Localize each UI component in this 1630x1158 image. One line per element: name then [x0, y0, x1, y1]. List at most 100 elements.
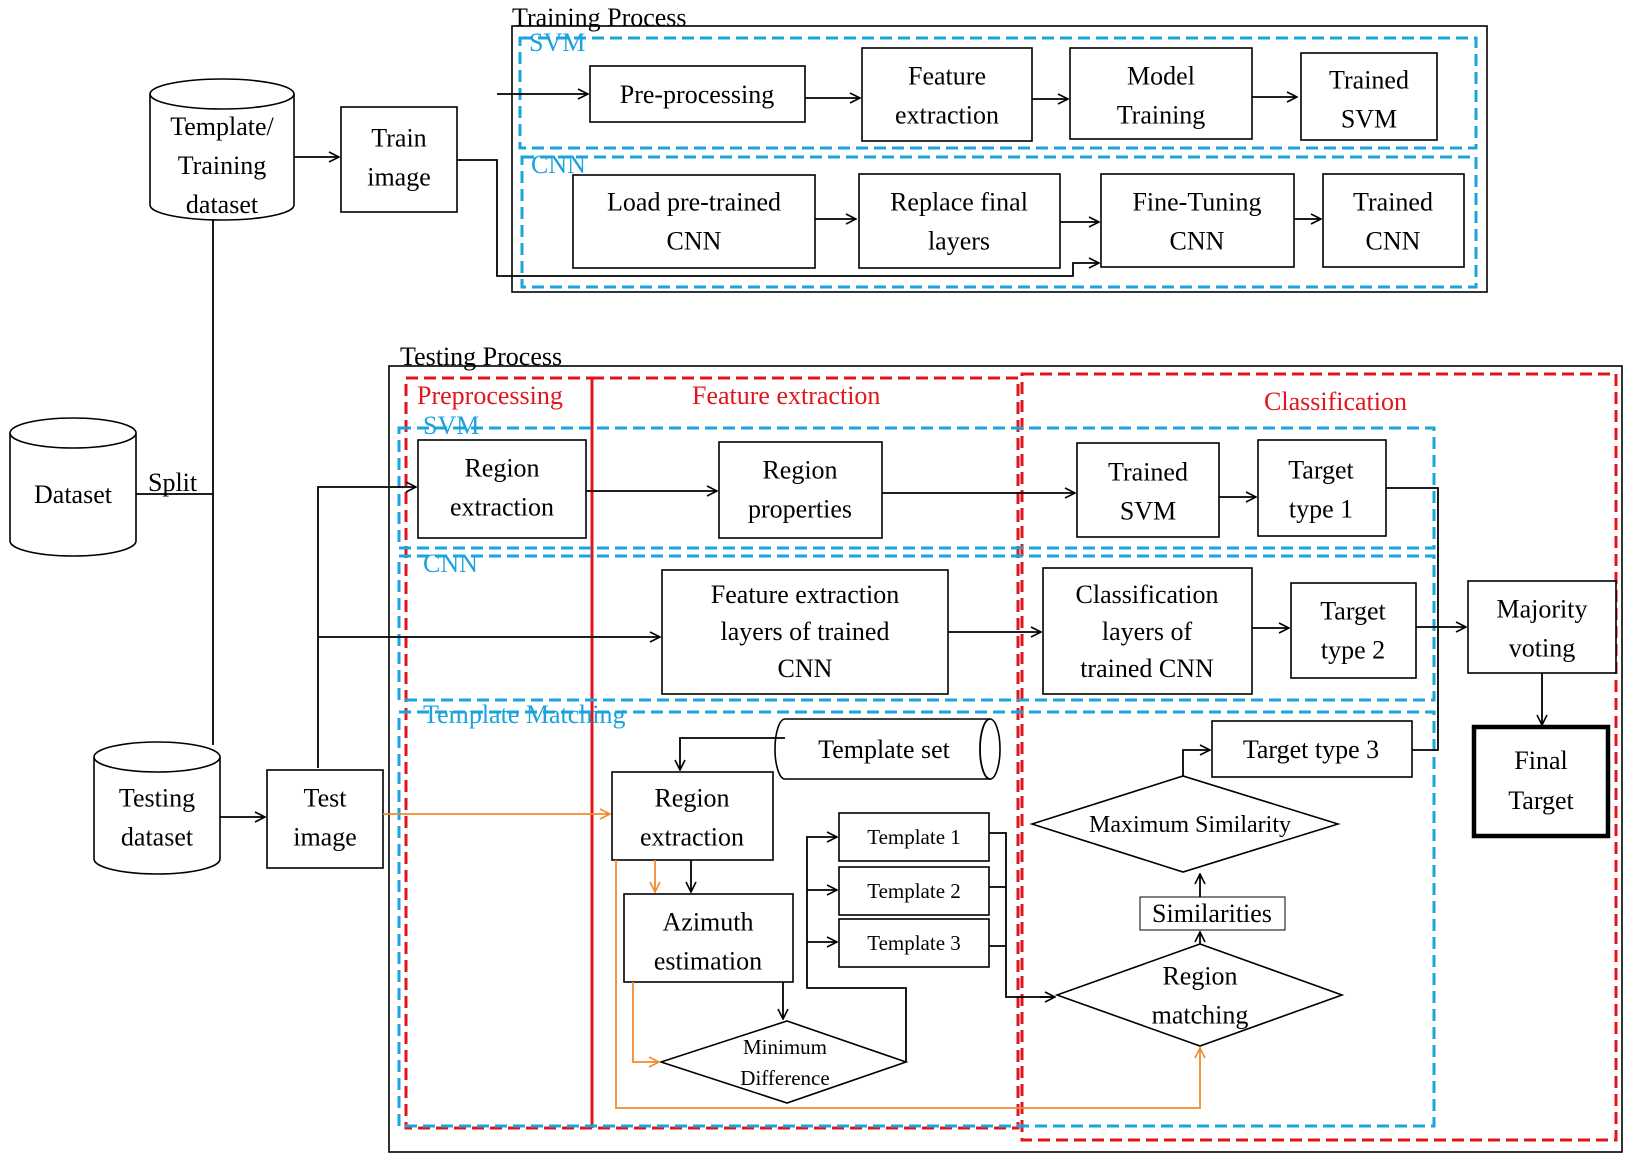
cnn-classification-layers-label-line: trained CNN [1080, 654, 1214, 683]
test-image-label-line: image [293, 823, 357, 852]
train-step-feature-extraction-label: Feature extraction [895, 62, 999, 130]
train-step-replace-layers-label-line: layers [928, 227, 990, 256]
cnn-feature-extraction-layers-label-line: Feature extraction [711, 580, 899, 609]
train-step-trained-cnn-label-line: CNN [1366, 227, 1421, 256]
training-svm-group [518, 36, 1478, 150]
train-image-label-line: image [367, 163, 431, 192]
training-cnn-group [520, 155, 1478, 289]
template-set: Template set [774, 718, 1001, 780]
train-step-trained-svm-label-line: Trained [1329, 66, 1409, 95]
train-step-trained-svm-label-line: SVM [1341, 105, 1397, 134]
stage-label-feature-extraction: Feature extraction [692, 381, 880, 410]
template-1-label: Template 1 [867, 825, 961, 849]
train-step-model-training-label-line: Training [1117, 101, 1206, 130]
testing-frame [388, 365, 1623, 1153]
train-step-feature-extraction: Feature extraction [861, 47, 1033, 142]
stage-label-preprocessing: Preprocessing [417, 381, 563, 410]
similarities-label: Similarities [1152, 899, 1272, 928]
cnn-classification-layers-label-line: Classification [1076, 580, 1219, 609]
region-matching-label-line: matching [1152, 1001, 1249, 1030]
majority-voting-label: Majority voting [1497, 595, 1588, 663]
template-path-arrows [383, 814, 1200, 1109]
region-matching: Region matching [1054, 943, 1345, 1047]
minimum-difference-label-line: Difference [740, 1066, 829, 1090]
azimuth-estimation-label-line: estimation [654, 947, 762, 976]
majority-voting-label-line: voting [1509, 634, 1575, 663]
train-step-trained-cnn-label-line: Trained [1353, 188, 1433, 217]
testing-tm-label: Template Matching [423, 700, 626, 729]
train-step-preprocessing-label-line: Pre-processing [620, 80, 775, 109]
stage-preprocessing [404, 376, 594, 1130]
template-set-label: Template set [818, 735, 951, 764]
train-step-load-cnn-label-line: Load pre-trained [607, 188, 781, 217]
final-target-label-line: Target [1508, 786, 1574, 815]
training-cnn-label: CNN [531, 150, 586, 179]
training-arrows [805, 97, 1321, 222]
training-title: Training Process [512, 3, 687, 32]
target-type-2: Target type 2 [1290, 582, 1417, 679]
testing-svm-group [397, 426, 1436, 550]
similarities: Similarities [1139, 896, 1286, 931]
testing-dataset-label-line: dataset [121, 823, 194, 852]
testing-tm-group [397, 710, 1436, 1128]
testing-dataset-label: Testing dataset [119, 784, 195, 852]
tm-region-extraction-label-line: extraction [640, 823, 744, 852]
final-target-label-line: Final [1514, 746, 1567, 775]
train-step-feature-extraction-label-line: extraction [895, 101, 999, 130]
template-2: Template 2 [838, 866, 990, 916]
train-step-feature-extraction-label-line: Feature [908, 62, 986, 91]
template-3-label: Template 3 [867, 931, 961, 955]
majority-voting-label-line: Majority [1497, 595, 1588, 624]
stage-classification [1020, 372, 1618, 1142]
dataset-label: Dataset [34, 480, 113, 509]
region-matching-label-line: Region [1162, 962, 1237, 991]
testing-svm-label: SVM [423, 411, 479, 440]
template-1: Template 1 [838, 812, 990, 862]
cnn-feature-extraction-layers-label-line: layers of trained [721, 617, 890, 646]
testing-dataset-label-line: Testing [119, 784, 195, 813]
target-type-2-label-line: type 2 [1321, 636, 1385, 665]
testing-cnn-label: CNN [423, 549, 478, 578]
testing-cnn-group [397, 554, 1436, 702]
train-step-model-training-label-line: Model [1127, 62, 1195, 91]
stage-feature-extraction [590, 376, 1020, 1130]
svm-region-extraction-label-line: extraction [450, 493, 554, 522]
train-image-label-line: Train [371, 124, 426, 153]
train-step-fine-tuning-label-line: Fine-Tuning [1132, 188, 1261, 217]
input-connectors [136, 94, 1099, 817]
target-type-2-label-line: Target [1320, 597, 1386, 626]
template-3: Template 3 [838, 918, 990, 968]
training-frame [511, 25, 1488, 293]
training-svm-label: SVM [529, 28, 585, 57]
